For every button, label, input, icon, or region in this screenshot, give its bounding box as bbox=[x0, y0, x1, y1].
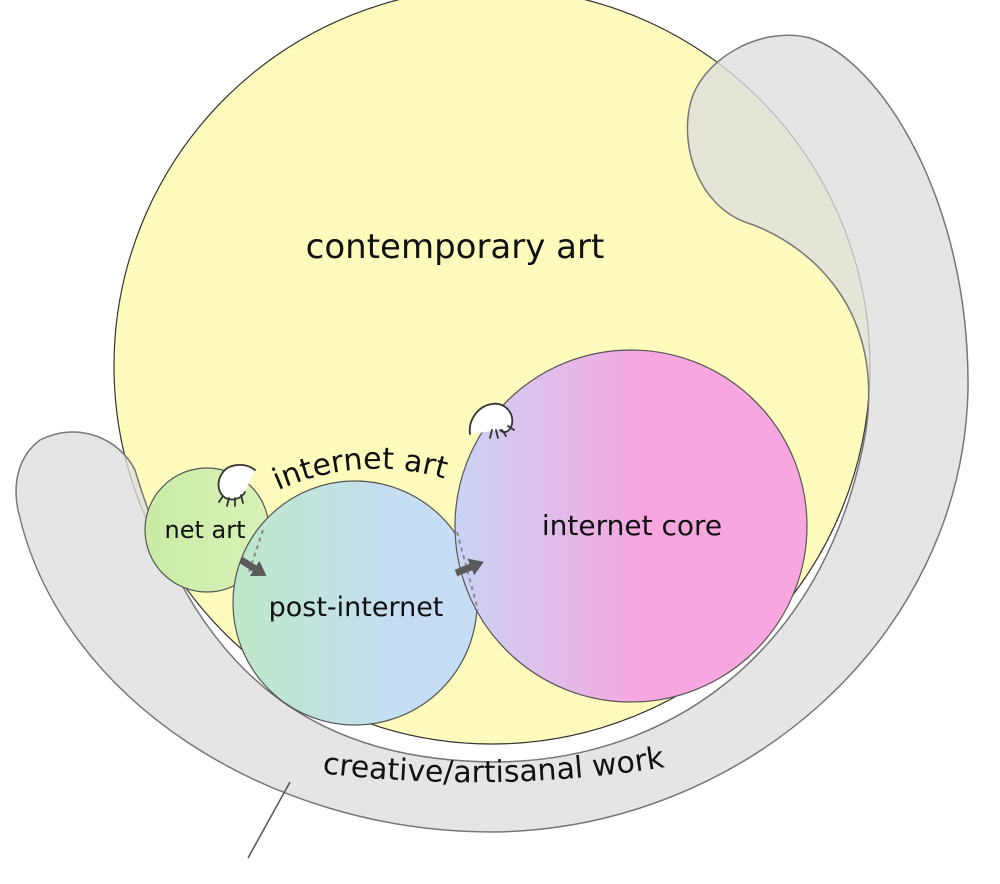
creative-work-band bbox=[15, 34, 969, 833]
arrow-right-icon bbox=[454, 558, 484, 577]
internet-core-label: internet core bbox=[542, 509, 722, 542]
post-internet-label: post-internet bbox=[269, 592, 444, 623]
creative-work-pointer bbox=[247, 781, 291, 859]
arrow-right-icon bbox=[239, 557, 267, 577]
net-art-label: net art bbox=[165, 516, 246, 544]
pointing-hand-icon bbox=[468, 402, 515, 439]
pointing-hand-icon bbox=[217, 464, 256, 507]
internet-core-circle bbox=[454, 349, 808, 703]
contemporary-art-label: contemporary art bbox=[306, 227, 605, 267]
